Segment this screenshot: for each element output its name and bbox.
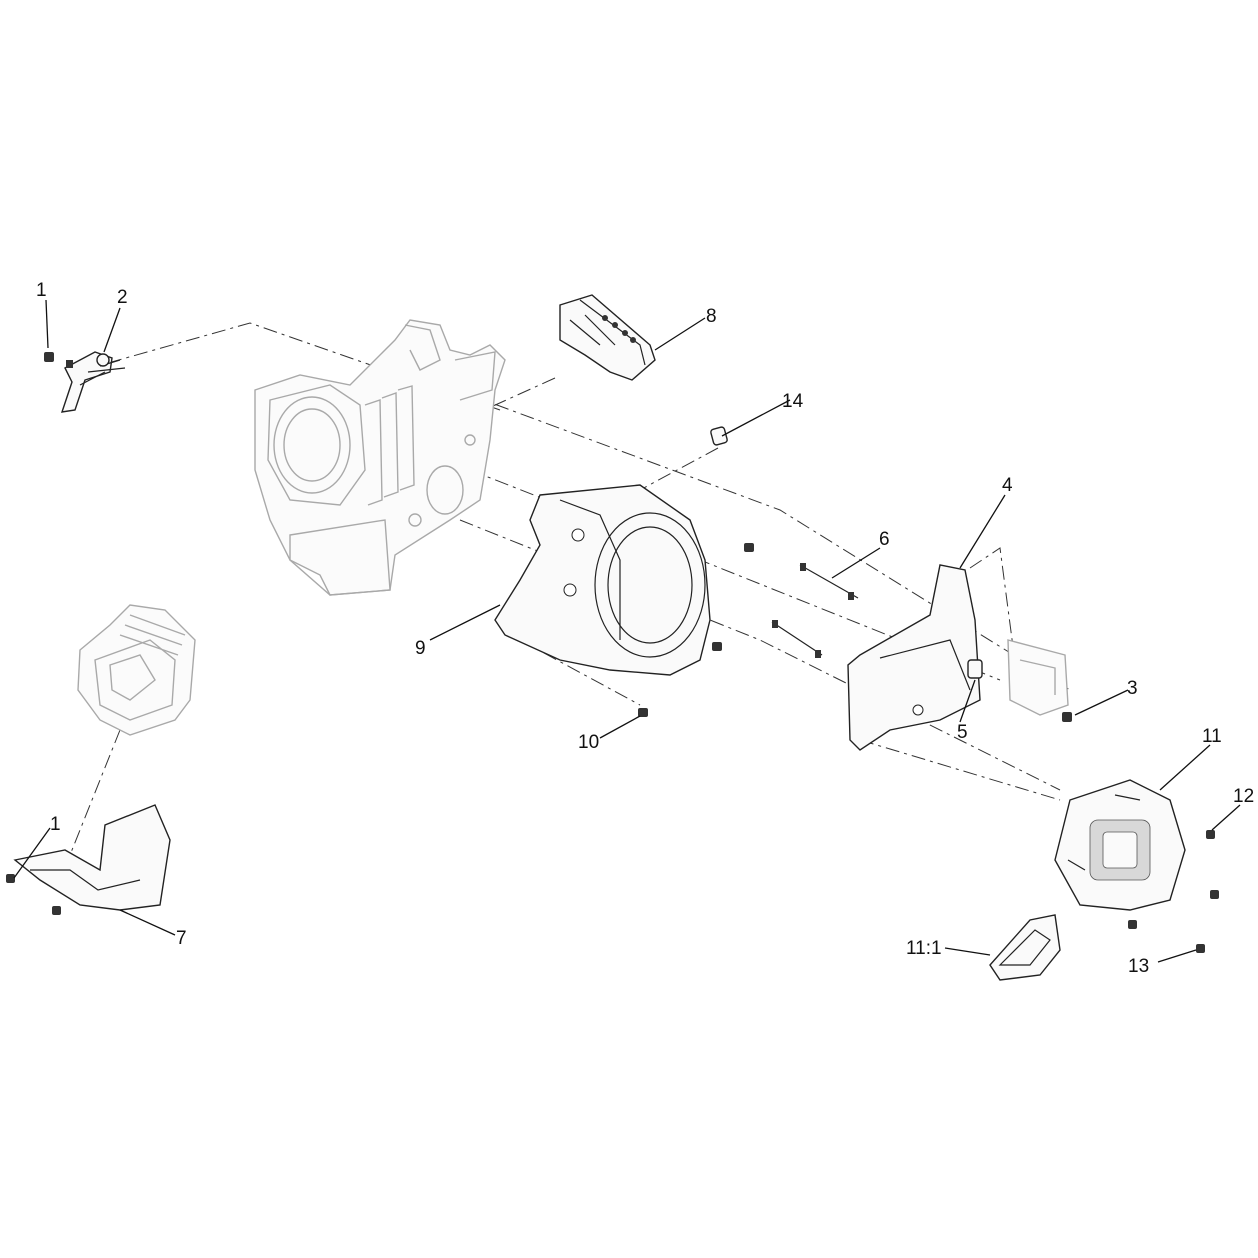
cylinder-head-reference [77, 604, 196, 736]
part-14-clip [710, 426, 728, 446]
callout-12: 12 [1233, 786, 1254, 807]
part-3-mount [1007, 639, 1072, 722]
callout-11: 11 [1202, 726, 1222, 747]
part-4-bracket [847, 564, 981, 751]
part-11-1-handle [989, 914, 1061, 981]
callout-labels: 1 2 8 14 4 6 9 3 5 10 11 12 1 7 11:1 13 [36, 280, 1254, 977]
governor-lever-assembly [44, 351, 126, 413]
engine-block-reference [254, 319, 506, 596]
part-10-bolt [638, 543, 754, 717]
callout-14: 14 [782, 391, 804, 412]
callout-8: 8 [706, 306, 717, 327]
callout-7: 7 [176, 928, 187, 949]
callout-3: 3 [1127, 678, 1138, 699]
part-11-recoil-starter [1054, 779, 1186, 911]
callout-13: 13 [1128, 956, 1149, 977]
callout-4: 4 [1002, 475, 1013, 496]
callout-9: 9 [415, 638, 426, 659]
parts-12-13-screws [1128, 830, 1219, 953]
part-7-cover [6, 804, 171, 915]
part-9-blower-housing [494, 484, 711, 676]
callout-5: 5 [957, 722, 968, 743]
callout-1-top: 1 [36, 280, 47, 301]
callout-leaders [13, 299, 1241, 963]
callout-2: 2 [117, 287, 128, 308]
part-5-spacer [967, 659, 983, 679]
callout-6: 6 [879, 529, 890, 550]
callout-10: 10 [578, 732, 599, 753]
callout-11-1: 11:1 [906, 938, 942, 959]
part-8-bracket [559, 294, 656, 381]
callout-1-bottom: 1 [50, 814, 61, 835]
part-6-studs [771, 563, 859, 658]
